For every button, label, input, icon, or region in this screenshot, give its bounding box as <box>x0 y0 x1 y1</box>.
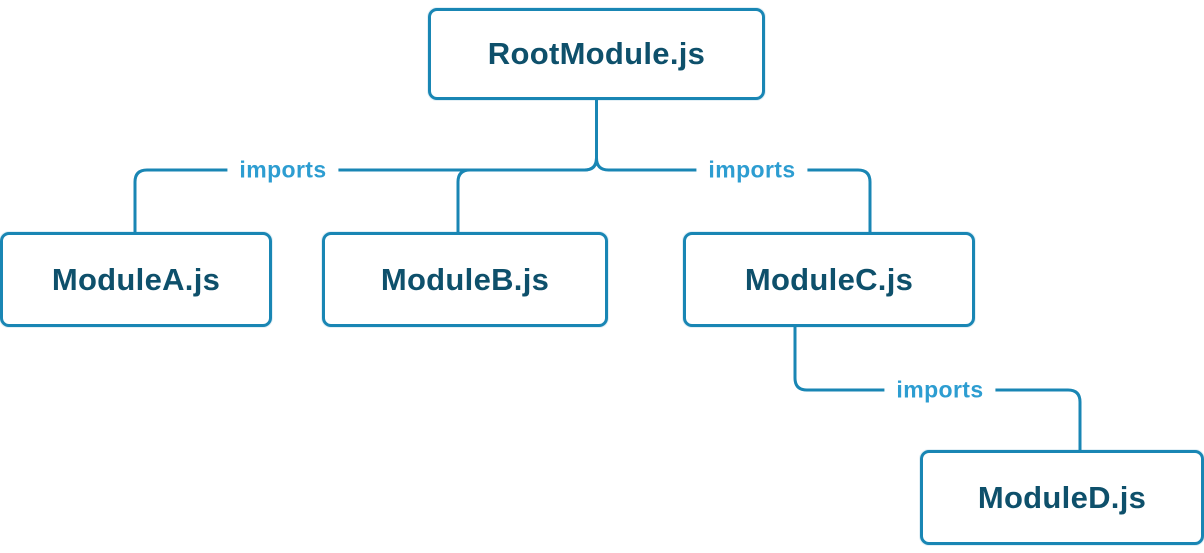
node-label: ModuleC.js <box>744 261 914 297</box>
edge-label-root-modulec: imports <box>696 154 808 186</box>
edge-label-root-modulea: imports <box>227 154 339 186</box>
node-label: ModuleB.js <box>380 261 550 297</box>
node-modulea: ModuleA.js <box>0 232 272 327</box>
edge-root-to-modulea <box>133 98 598 234</box>
edge-label-modulec-moduled: imports <box>884 374 996 406</box>
node-label: ModuleA.js <box>51 261 221 297</box>
node-moduled: ModuleD.js <box>920 450 1204 545</box>
node-modulec: ModuleC.js <box>683 232 975 327</box>
node-moduleb: ModuleB.js <box>322 232 608 327</box>
node-rootmodule: RootModule.js <box>428 8 765 100</box>
node-label: ModuleD.js <box>977 479 1147 515</box>
edge-root-to-moduleb <box>456 98 598 234</box>
node-label: RootModule.js <box>487 36 706 71</box>
